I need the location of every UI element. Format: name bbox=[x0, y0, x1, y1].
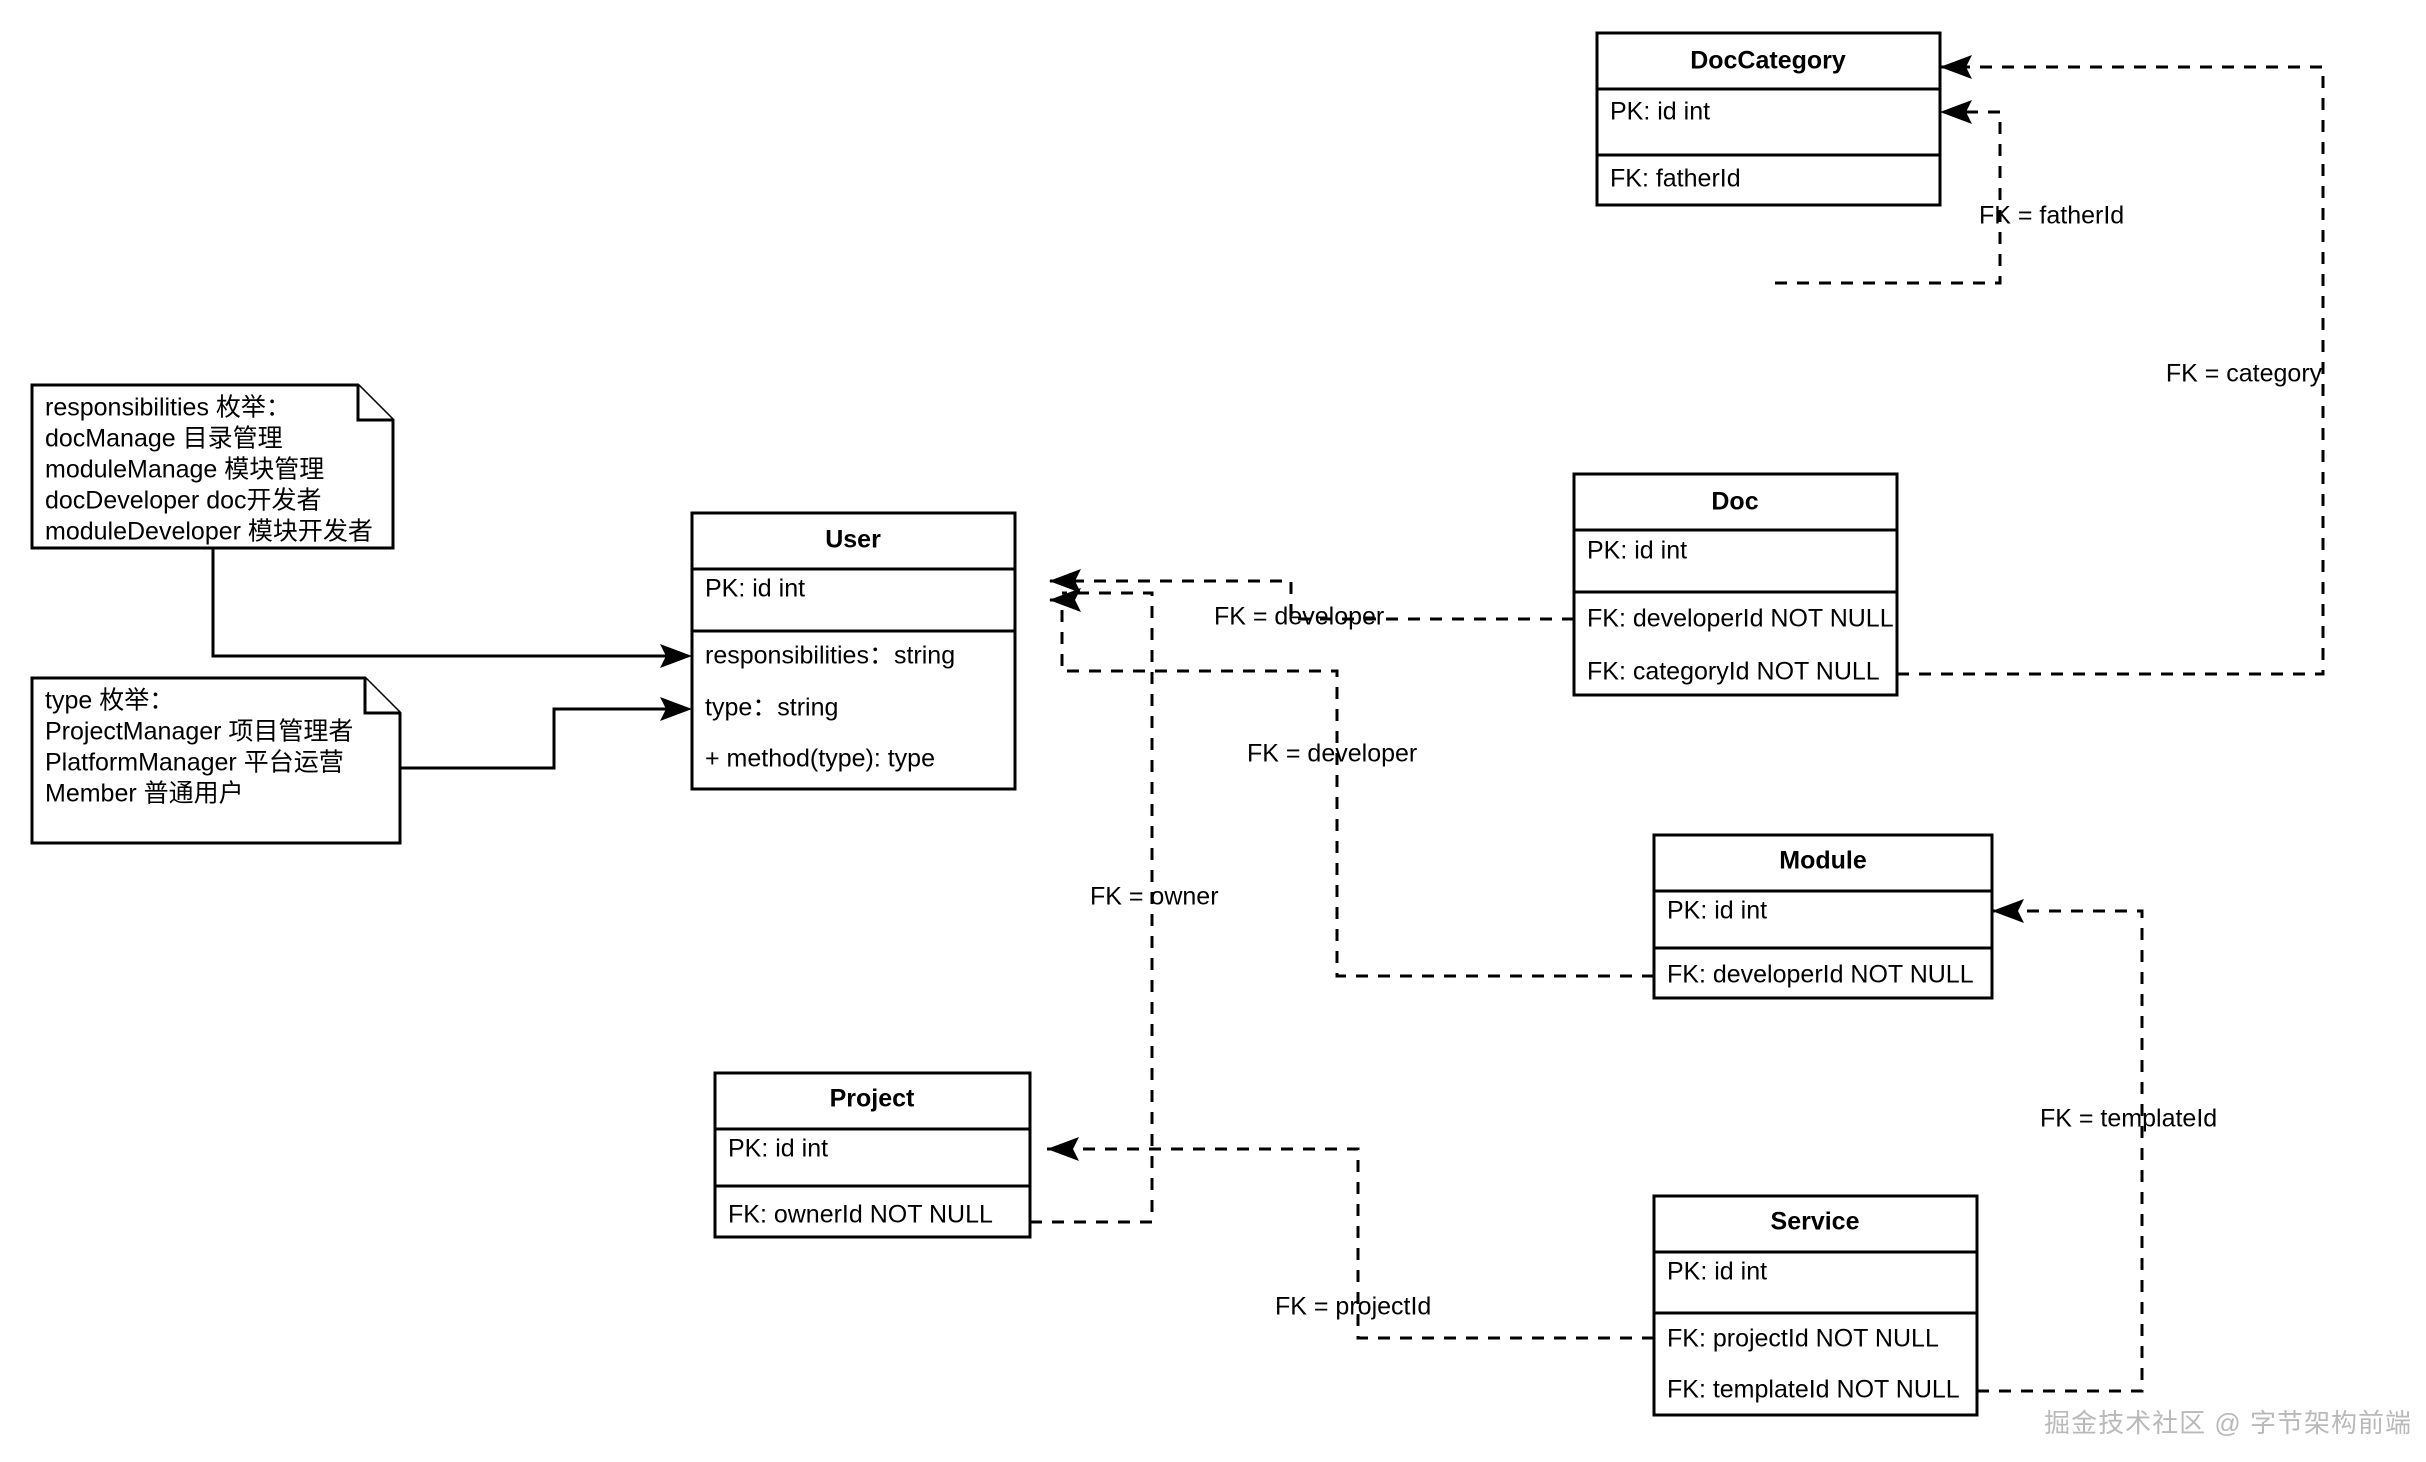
edge-label-category: FK = category bbox=[2166, 360, 2323, 388]
arrowhead-project-pk bbox=[1047, 1137, 1079, 1161]
note-responsibilities-line-3: docDeveloper doc开发者 bbox=[45, 487, 322, 515]
arrowhead-user-type bbox=[660, 697, 692, 721]
arrowhead-module-pk bbox=[1992, 899, 2024, 923]
class-box-doccategory[interactable]: DocCategory PK: id int FK: fatherId bbox=[1595, 31, 1942, 207]
attr-doccategory-pk: PK: id int bbox=[1610, 98, 1710, 126]
class-box-doc[interactable]: Doc PK: id int FK: developerId NOT NULL … bbox=[1572, 472, 1899, 697]
attr-doc-fk-categoryid: FK: categoryId NOT NULL bbox=[1587, 658, 1880, 686]
note-responsibilities-line-0: responsibilities 枚举： bbox=[45, 394, 291, 422]
attr-service-fk-templateid: FK: templateId NOT NULL bbox=[1667, 1376, 1960, 1404]
note-responsibilities-line-2: moduleManage 模块管理 bbox=[45, 456, 324, 484]
attr-user-type: type：string bbox=[705, 694, 838, 722]
attr-project-fk-ownerid: FK: ownerId NOT NULL bbox=[728, 1201, 993, 1229]
edge-doc-developer bbox=[1049, 579, 1574, 621]
class-title-project: Project bbox=[830, 1085, 915, 1113]
watermark-text: 掘金技术社区 @ 字节架构前端 bbox=[2044, 1408, 2412, 1438]
edge-note-type bbox=[400, 707, 673, 770]
note-type-line-1: ProjectManager 项目管理者 bbox=[45, 718, 353, 746]
note-type-line-0: type 枚举： bbox=[45, 687, 174, 715]
class-title-service: Service bbox=[1771, 1208, 1860, 1236]
note-type-line-2: PlatformManager 平台运营 bbox=[45, 749, 344, 777]
arrowhead-user-responsibilities bbox=[660, 644, 692, 668]
class-title-doc: Doc bbox=[1711, 488, 1758, 516]
attr-user-responsibilities: responsibilities：string bbox=[705, 642, 955, 670]
arrowhead-doccategory-title bbox=[1940, 55, 1972, 79]
attr-module-fk-developerid: FK: developerId NOT NULL bbox=[1667, 961, 1974, 989]
class-box-service[interactable]: Service PK: id int FK: projectId NOT NUL… bbox=[1652, 1194, 1979, 1417]
edge-project-owner bbox=[1030, 591, 1154, 1224]
edge-doc-category bbox=[1897, 65, 2325, 676]
class-box-project[interactable]: Project PK: id int FK: ownerId NOT NULL bbox=[713, 1071, 1032, 1239]
class-box-user[interactable]: User PK: id int responsibilities：string … bbox=[690, 511, 1017, 791]
attr-user-method: + method(type): type bbox=[705, 745, 935, 773]
attr-service-fk-projectid: FK: projectId NOT NULL bbox=[1667, 1325, 1939, 1353]
attr-module-pk: PK: id int bbox=[1667, 897, 1767, 925]
edge-note-responsibilities bbox=[211, 548, 673, 658]
edge-label-owner: FK = owner bbox=[1090, 883, 1219, 911]
arrowhead-doccategory-pk bbox=[1940, 100, 1972, 124]
class-box-module[interactable]: Module PK: id int FK: developerId NOT NU… bbox=[1652, 833, 1994, 1000]
attr-project-pk: PK: id int bbox=[728, 1135, 828, 1163]
edge-label-templateid: FK = templateId bbox=[2040, 1105, 2217, 1133]
attr-doc-pk: PK: id int bbox=[1587, 537, 1687, 565]
attr-user-pk: PK: id int bbox=[705, 575, 805, 603]
class-title-doccategory: DocCategory bbox=[1690, 47, 1846, 75]
edge-service-templateid bbox=[1977, 909, 2144, 1393]
class-title-module: Module bbox=[1779, 847, 1867, 875]
note-responsibilities-line-4: moduleDeveloper 模块开发者 bbox=[45, 518, 373, 546]
edge-label-fatherid: FK = fatherId bbox=[1979, 202, 2124, 230]
edge-label-projectid: FK = projectId bbox=[1275, 1293, 1431, 1321]
arrowhead-user-pk-module bbox=[1049, 588, 1081, 612]
attr-doccategory-fk-fatherid: FK: fatherId bbox=[1610, 165, 1741, 193]
edge-label-developer-module: FK = developer bbox=[1247, 740, 1417, 768]
edge-module-developer bbox=[1049, 598, 1654, 978]
attr-doc-fk-developerid: FK: developerId NOT NULL bbox=[1587, 605, 1894, 633]
note-type: type 枚举： ProjectManager 项目管理者 PlatformMa… bbox=[30, 676, 402, 845]
edge-label-developer-doc: FK = developer bbox=[1214, 603, 1384, 631]
note-responsibilities-line-1: docManage 目录管理 bbox=[45, 425, 283, 453]
attr-service-pk: PK: id int bbox=[1667, 1258, 1767, 1286]
arrowhead-user-pk-doc bbox=[1049, 569, 1081, 593]
edge-service-projectid bbox=[1047, 1147, 1654, 1340]
note-type-line-3: Member 普通用户 bbox=[45, 780, 244, 808]
class-title-user: User bbox=[825, 526, 881, 554]
edge-doccategory-fatherid bbox=[1775, 110, 2002, 285]
note-responsibilities: responsibilities 枚举： docManage 目录管理 modu… bbox=[30, 383, 395, 550]
